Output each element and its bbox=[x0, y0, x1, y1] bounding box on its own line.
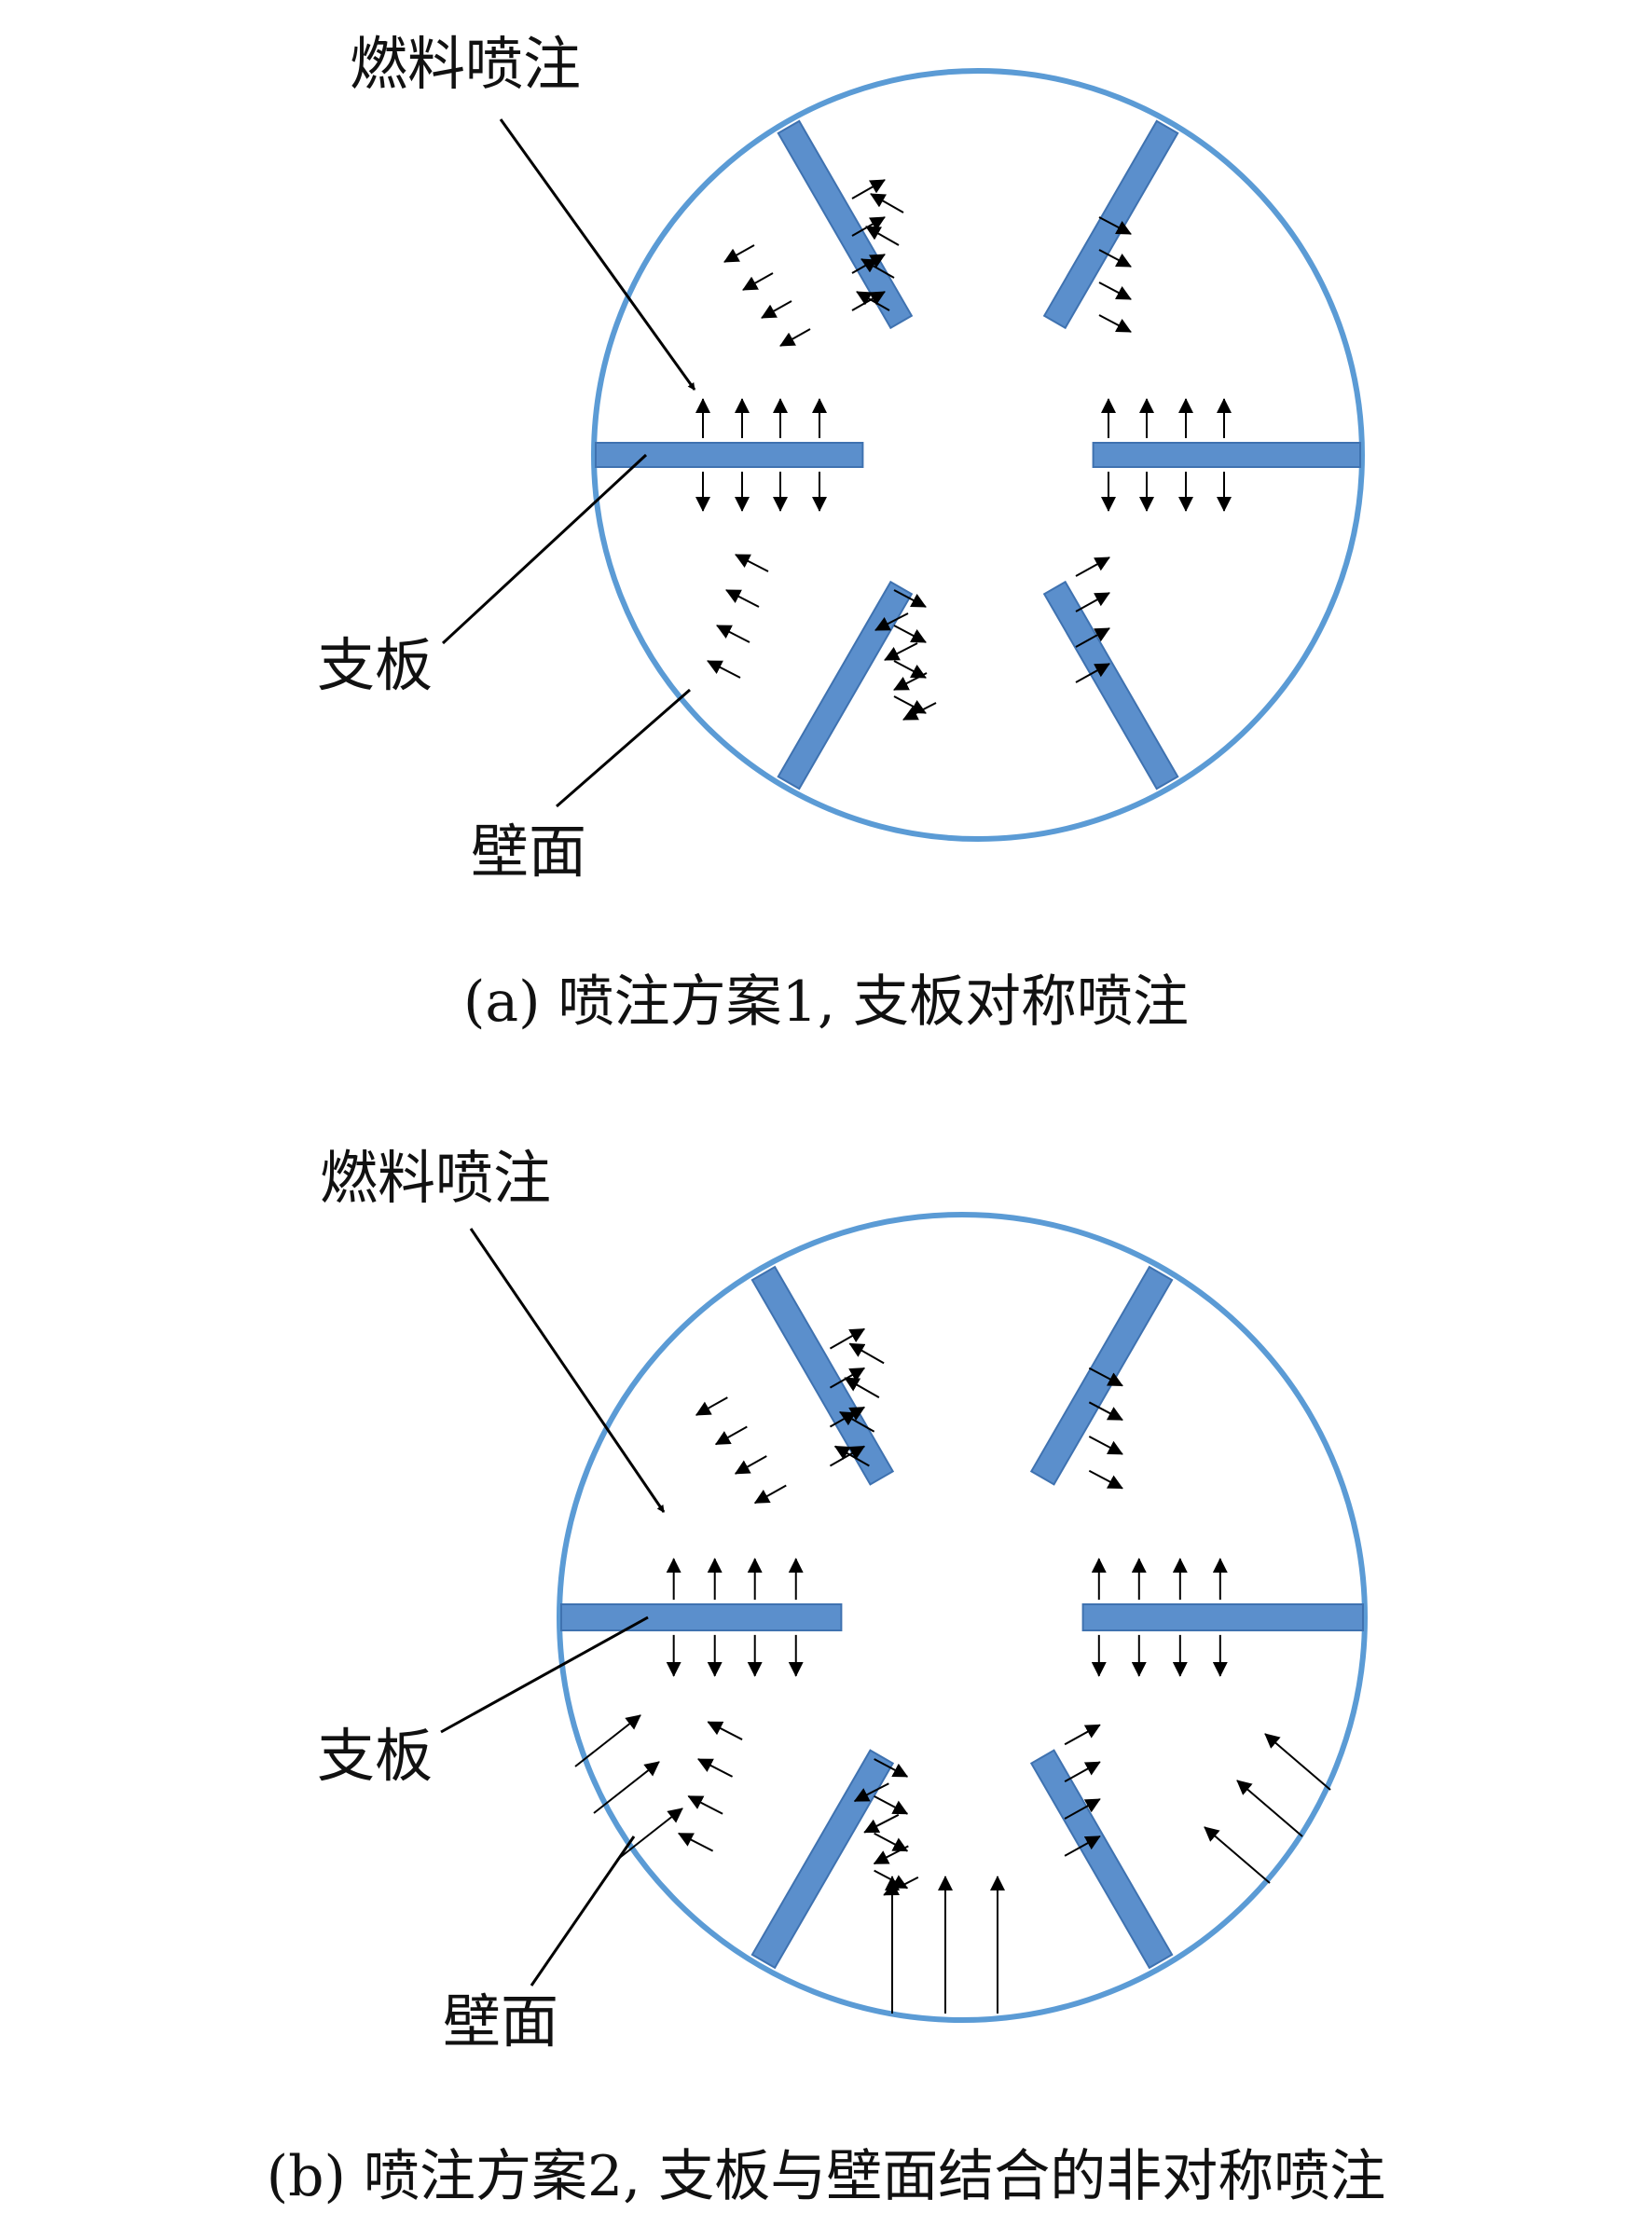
injection-arrow bbox=[779, 328, 811, 347]
injection-arrow bbox=[1088, 1436, 1123, 1455]
strut-right bbox=[1081, 1603, 1365, 1631]
strut-lower-right bbox=[1029, 1749, 1174, 1970]
injection-arrow bbox=[893, 589, 927, 608]
injection-arrow bbox=[616, 1808, 683, 1861]
strut-left bbox=[595, 442, 864, 468]
strut-upper-left bbox=[777, 119, 914, 330]
wall-leader bbox=[556, 688, 691, 808]
injection-arrow bbox=[848, 1342, 885, 1365]
injection-arrow bbox=[833, 1445, 870, 1467]
injection-arrow bbox=[1098, 216, 1132, 235]
strut-lower-left bbox=[777, 580, 914, 790]
injection-arrow bbox=[716, 625, 750, 643]
injection-arrows bbox=[695, 179, 1232, 721]
injection-arrow bbox=[902, 702, 937, 721]
diagram-b: 燃料喷注 支板 壁面 (b) 喷注方案2, 支板与壁面结合的非对称喷注 bbox=[267, 1144, 1386, 2209]
injection-arrow bbox=[839, 1410, 875, 1433]
injection-arrow bbox=[883, 1876, 919, 1896]
injection-arrow bbox=[853, 1782, 889, 1803]
injection-arrow bbox=[1075, 663, 1110, 683]
injection-arrow bbox=[874, 612, 909, 631]
caption-b: (b) 喷注方案2, 支板与壁面结合的非对称喷注 bbox=[267, 2144, 1386, 2209]
injection-arrow bbox=[707, 660, 741, 679]
injection-arrow bbox=[1088, 1469, 1123, 1490]
injection-arrow bbox=[1075, 557, 1110, 577]
injection-arrow bbox=[1204, 1826, 1271, 1884]
injection-arrow bbox=[714, 1425, 748, 1446]
injection-arrow bbox=[735, 554, 769, 572]
injection-arrow bbox=[873, 1845, 909, 1865]
injection-arrow bbox=[893, 672, 928, 691]
injection-arrow bbox=[870, 193, 904, 213]
strut-left bbox=[560, 1603, 843, 1631]
injection-arrow bbox=[1075, 592, 1110, 612]
injection-arrow bbox=[753, 1484, 787, 1505]
injection-arrows bbox=[574, 1327, 1331, 2014]
injection-arrow bbox=[1064, 1761, 1101, 1783]
caption-a: (a) 喷注方案1, 支板对称喷注 bbox=[463, 969, 1189, 1035]
fuel-label: 燃料喷注 bbox=[320, 1144, 551, 1212]
injection-arrow bbox=[874, 1758, 909, 1778]
injection-arrow bbox=[678, 1832, 714, 1852]
struts bbox=[560, 1265, 1365, 1970]
wall-label: 壁面 bbox=[443, 1987, 558, 2055]
injection-arrow bbox=[863, 1813, 900, 1834]
injection-arrow bbox=[829, 1327, 866, 1350]
diagram-a: 燃料喷注 支板 壁面 (a) 喷注方案1, 支板对称喷注 bbox=[317, 30, 1365, 1035]
injection-arrow bbox=[725, 589, 760, 608]
injection-arrow bbox=[1236, 1780, 1303, 1837]
injection-arrow bbox=[695, 1396, 728, 1416]
wall-label: 壁面 bbox=[471, 818, 586, 886]
injection-arrow bbox=[856, 291, 890, 311]
injection-arrow bbox=[1064, 1798, 1101, 1820]
strut-lower-right bbox=[1042, 580, 1179, 790]
injection-arrow bbox=[893, 625, 927, 643]
fuel-leader bbox=[499, 118, 696, 391]
injection-arrow bbox=[1064, 1724, 1101, 1746]
injection-arrow bbox=[1088, 1401, 1123, 1422]
injection-arrow bbox=[574, 1714, 641, 1767]
injection-arrow bbox=[874, 1794, 909, 1815]
injection-arrow bbox=[1064, 1835, 1101, 1857]
wall-circle bbox=[557, 1212, 1368, 2023]
injection-arrow bbox=[884, 642, 918, 661]
injection-arrow bbox=[734, 1455, 767, 1475]
injection-arrow bbox=[1098, 249, 1132, 268]
injection-arrow bbox=[865, 226, 900, 246]
injection-arrow bbox=[723, 244, 755, 263]
strut-label: 支板 bbox=[317, 631, 433, 699]
injection-arrow bbox=[761, 300, 792, 319]
injection-arrow bbox=[1098, 314, 1132, 333]
fuel-leader bbox=[469, 1228, 666, 1513]
injection-arrow bbox=[593, 1761, 660, 1814]
struts bbox=[595, 119, 1362, 790]
strut-leader bbox=[441, 453, 648, 645]
fuel-label: 燃料喷注 bbox=[350, 30, 581, 98]
injection-arrow bbox=[874, 1832, 909, 1852]
strut-lower-left bbox=[750, 1749, 895, 1970]
injection-arrow bbox=[707, 1721, 743, 1740]
injection-arrow bbox=[1088, 1367, 1123, 1387]
strut-upper-left bbox=[750, 1265, 895, 1486]
strut-leader bbox=[440, 1615, 649, 1734]
injection-arrow bbox=[697, 1758, 734, 1778]
strut-label: 支板 bbox=[317, 1722, 433, 1790]
injection-arrow bbox=[860, 258, 895, 279]
injection-arrow bbox=[742, 272, 774, 291]
injection-arrow bbox=[851, 179, 886, 199]
injection-arrow bbox=[844, 1377, 880, 1398]
injection-arrow bbox=[893, 660, 927, 679]
strut-right bbox=[1092, 442, 1362, 468]
injection-arrow bbox=[687, 1794, 723, 1815]
injection-arrow bbox=[1264, 1733, 1331, 1791]
injection-arrow bbox=[1098, 282, 1132, 300]
wall-leader bbox=[530, 1835, 636, 1986]
injection-arrow bbox=[1075, 627, 1110, 648]
wall-circle bbox=[591, 68, 1365, 842]
